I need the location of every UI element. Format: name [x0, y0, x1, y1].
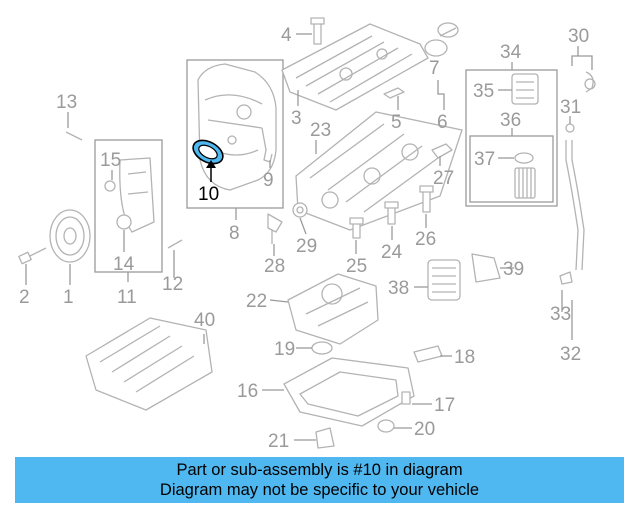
o-ring-part-19 [311, 341, 333, 355]
bracket-part-27 [431, 143, 453, 159]
head-cover-part [281, 23, 429, 111]
bolt-part-2 [18, 247, 47, 265]
plug-part-20 [377, 419, 395, 433]
seal-part-10 [192, 139, 224, 165]
callout-33: 33 [550, 304, 571, 325]
callout-21: 21 [268, 431, 289, 452]
sensor-part-21 [315, 427, 335, 449]
callout-23: 23 [310, 120, 331, 141]
dipstick-tube-part-32 [565, 140, 585, 271]
callout-40: 40 [194, 310, 215, 331]
bolt-part-24 [384, 201, 399, 225]
callout-25: 25 [346, 256, 367, 277]
callout-24: 24 [381, 242, 403, 263]
callout-37: 37 [474, 149, 495, 170]
callout-26: 26 [415, 229, 436, 250]
bolt-part-4 [310, 17, 325, 45]
callout-labels: 1 2 3 4 5 6 7 8 9 10 11 12 13 14 15 16 1… [19, 25, 589, 452]
gasket-part-39 [471, 253, 501, 283]
callout-9: 9 [263, 170, 274, 191]
callout-34: 34 [500, 42, 522, 63]
callout-3: 3 [291, 108, 302, 129]
oil-cooler-part-38 [427, 259, 461, 301]
o-ring-part-37 [514, 152, 534, 164]
callout-18: 18 [454, 347, 475, 368]
callout-39: 39 [503, 259, 524, 280]
dipstick-part-30 [584, 71, 596, 93]
callout-13: 13 [56, 92, 77, 113]
callout-4: 4 [281, 25, 292, 46]
callout-19: 19 [274, 339, 295, 360]
leader-10-arrow [206, 160, 216, 168]
callout-20: 20 [414, 419, 435, 440]
clip-part-31 [565, 123, 575, 133]
oil-pump-part-22 [287, 273, 379, 345]
callout-30: 30 [568, 26, 589, 47]
callout-38: 38 [388, 278, 409, 299]
callout-17: 17 [434, 395, 455, 416]
seal-part-14 [116, 214, 132, 230]
callout-8: 8 [229, 223, 240, 244]
callout-31: 31 [560, 97, 581, 118]
filter-housing-part-35 [511, 73, 539, 105]
seal-part-33 [559, 271, 573, 285]
bolt-part-26 [419, 185, 434, 213]
bolt-part-15 [104, 180, 116, 192]
sensor-part-9 [261, 127, 273, 163]
callout-5: 5 [391, 112, 402, 133]
pulley-part-1 [49, 209, 91, 263]
callout-1: 1 [63, 287, 74, 308]
engine-block-part [295, 111, 463, 231]
info-banner: Part or sub-assembly is #10 in diagram D… [15, 457, 624, 503]
group-box-8 [186, 59, 284, 209]
sensor-part-28 [267, 213, 283, 244]
callout-14: 14 [113, 254, 135, 275]
oil-pan-part-16 [283, 357, 415, 427]
callout-15: 15 [100, 150, 121, 171]
callout-36: 36 [500, 110, 521, 131]
callout-32: 32 [560, 344, 581, 365]
callout-6: 6 [437, 112, 448, 133]
valve-part-29 [292, 202, 308, 218]
intake-manifold-part-40 [85, 317, 213, 411]
bracket-part-18 [413, 345, 443, 363]
filter-part-36 [514, 167, 536, 199]
callout-16: 16 [237, 381, 258, 402]
clip-part-5 [383, 87, 405, 99]
bolt-part-17 [401, 391, 411, 405]
callout-2: 2 [19, 287, 30, 308]
callout-29: 29 [296, 236, 317, 257]
callout-11: 11 [117, 287, 137, 308]
banner-line-1: Part or sub-assembly is #10 in diagram [176, 461, 463, 479]
callout-27: 27 [433, 168, 454, 189]
callout-10: 10 [198, 184, 219, 205]
banner-line-2: Diagram may not be specific to your vehi… [159, 481, 480, 499]
stud-part-13 [65, 131, 83, 141]
leader-lines [25, 33, 593, 441]
callout-35: 35 [473, 81, 494, 102]
bolt-part-12 [167, 239, 183, 249]
callout-22: 22 [246, 291, 267, 312]
callout-28: 28 [264, 256, 285, 277]
bolt-part-25 [349, 217, 364, 239]
oil-cap-part-7 [424, 22, 459, 57]
callout-12: 12 [162, 274, 183, 295]
callout-7: 7 [429, 58, 440, 79]
